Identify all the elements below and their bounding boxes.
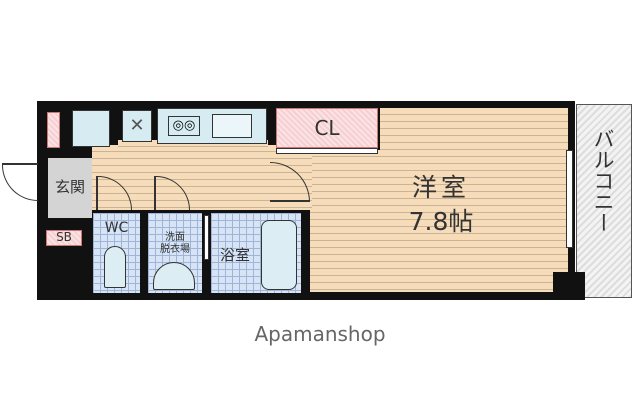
closet (276, 108, 378, 148)
bathroom-door (204, 215, 209, 260)
sink-icon (212, 114, 252, 138)
toilet-label: WC (104, 220, 129, 236)
entrance (48, 158, 92, 218)
toilet-icon (104, 246, 126, 288)
closet-label: CL (314, 116, 340, 140)
bathtub-icon (261, 220, 297, 290)
closet-doors (276, 148, 378, 154)
western-room-size: 7.8帖 (408, 207, 474, 236)
western-room-label: 洋室 (411, 173, 470, 202)
western-room-floor-lower (310, 150, 568, 292)
kitchen-floor-top (118, 140, 268, 150)
pillar (553, 272, 585, 300)
entrance-label: 玄関 (54, 178, 85, 196)
washroom-label-2: 脱衣場 (160, 244, 190, 255)
shoe-box-label: SB (56, 230, 72, 244)
front-door (2, 163, 38, 201)
fridge-space: ✕ (122, 110, 152, 142)
washroom-label-1: 洗面 (165, 232, 185, 243)
bathroom-label: 浴室 (219, 246, 250, 264)
balcony (576, 104, 632, 298)
balcony-label: バルコニー (591, 128, 615, 233)
brand-caption: Apamanshop (254, 322, 386, 346)
shoe-box (46, 230, 82, 246)
window (566, 150, 573, 248)
stove-icon: ◎◎ (168, 116, 200, 136)
storage-strip (47, 112, 60, 148)
washing-machine-space (72, 110, 110, 147)
